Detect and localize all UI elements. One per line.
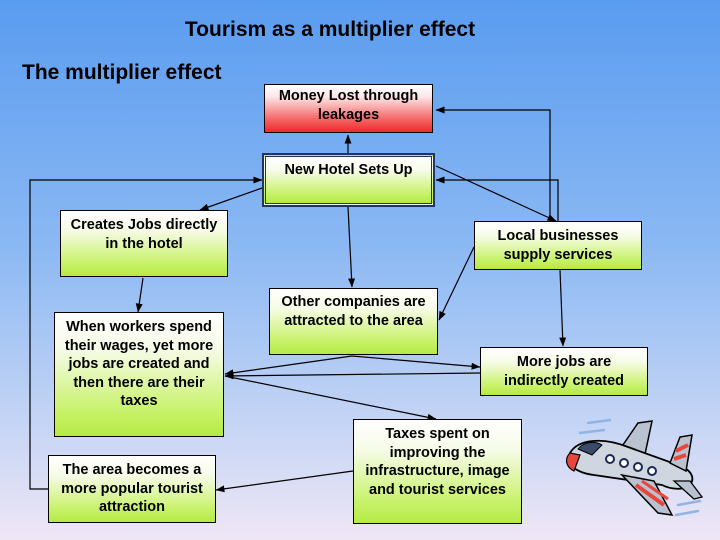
other-companies-box: Other companies are attracted to the are… <box>269 288 438 355</box>
more-jobs-box: More jobs are indirectly created <box>480 347 648 396</box>
arrow-local-to-companies <box>438 246 475 321</box>
arrow-local-back-to-hotel <box>435 176 559 221</box>
popular-area-box: The area becomes a more popular tourist … <box>48 455 216 523</box>
arrow-local-to-morejobs <box>559 269 567 347</box>
arrow-morejobs-to-wages <box>224 372 481 380</box>
arrow-hotel-to-companies <box>347 206 356 288</box>
arrow-taxes-to-area <box>215 470 354 493</box>
arrow-local-to-leakages <box>435 106 551 221</box>
page-title: Tourism as a multiplier effect <box>184 18 476 41</box>
arrow-wages-to-taxes <box>224 375 437 421</box>
arrow-companies-to-wages <box>224 355 353 377</box>
airplane-icon <box>565 418 704 517</box>
new-hotel-box: New Hotel Sets Up <box>262 153 435 207</box>
arrow-jobs-to-wages <box>135 277 144 313</box>
local-businesses-box: Local businesses supply services <box>474 221 642 270</box>
creates-jobs-box: Creates Jobs directly in the hotel <box>60 210 228 277</box>
arrow-hotel-to-jobs <box>199 187 263 211</box>
arrow-hotel-to-local <box>435 165 557 222</box>
money-lost-box: Money Lost through leakages <box>264 84 433 133</box>
arrow-companies-to-morejobs <box>351 355 481 370</box>
workers-wages-box: When workers spend their wages, yet more… <box>54 312 224 437</box>
page-subtitle: The multiplier effect <box>22 61 222 84</box>
arrow-area-back-to-hotel <box>29 176 263 490</box>
taxes-spent-box: Taxes spent on improving the infrastruct… <box>353 419 522 524</box>
